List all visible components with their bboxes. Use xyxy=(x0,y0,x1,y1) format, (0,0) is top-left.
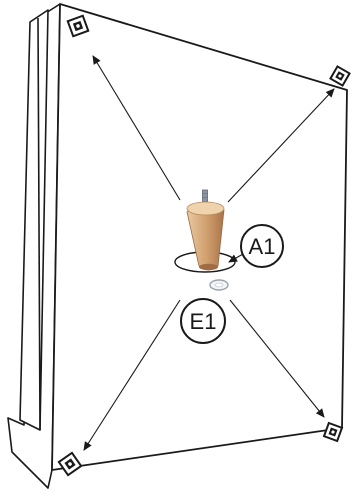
corner-mount-icon xyxy=(66,14,90,38)
corner-mount-icon xyxy=(322,421,344,443)
washer-hole xyxy=(214,282,224,288)
side-panel-edge-line xyxy=(37,17,41,431)
side-panel-inner xyxy=(19,9,49,431)
callout-a1-circle xyxy=(240,224,284,268)
direction-arrows xyxy=(83,55,335,451)
callout-e1-label: E1 xyxy=(190,309,217,334)
wooden-leg-icon xyxy=(186,189,225,271)
cabinet-side-panels xyxy=(7,3,61,489)
callout-e1-circle xyxy=(180,298,226,344)
arrow-top-right xyxy=(227,88,335,203)
arrow-top-left xyxy=(92,55,181,201)
arrow-bottom-left xyxy=(83,299,181,451)
arrow-bottom-right xyxy=(229,299,325,418)
corner-mount-icon xyxy=(57,451,83,477)
corner-mount-icon xyxy=(329,65,351,87)
callout-a1-label: A1 xyxy=(249,234,276,259)
callout-a1-pointer xyxy=(228,253,244,263)
